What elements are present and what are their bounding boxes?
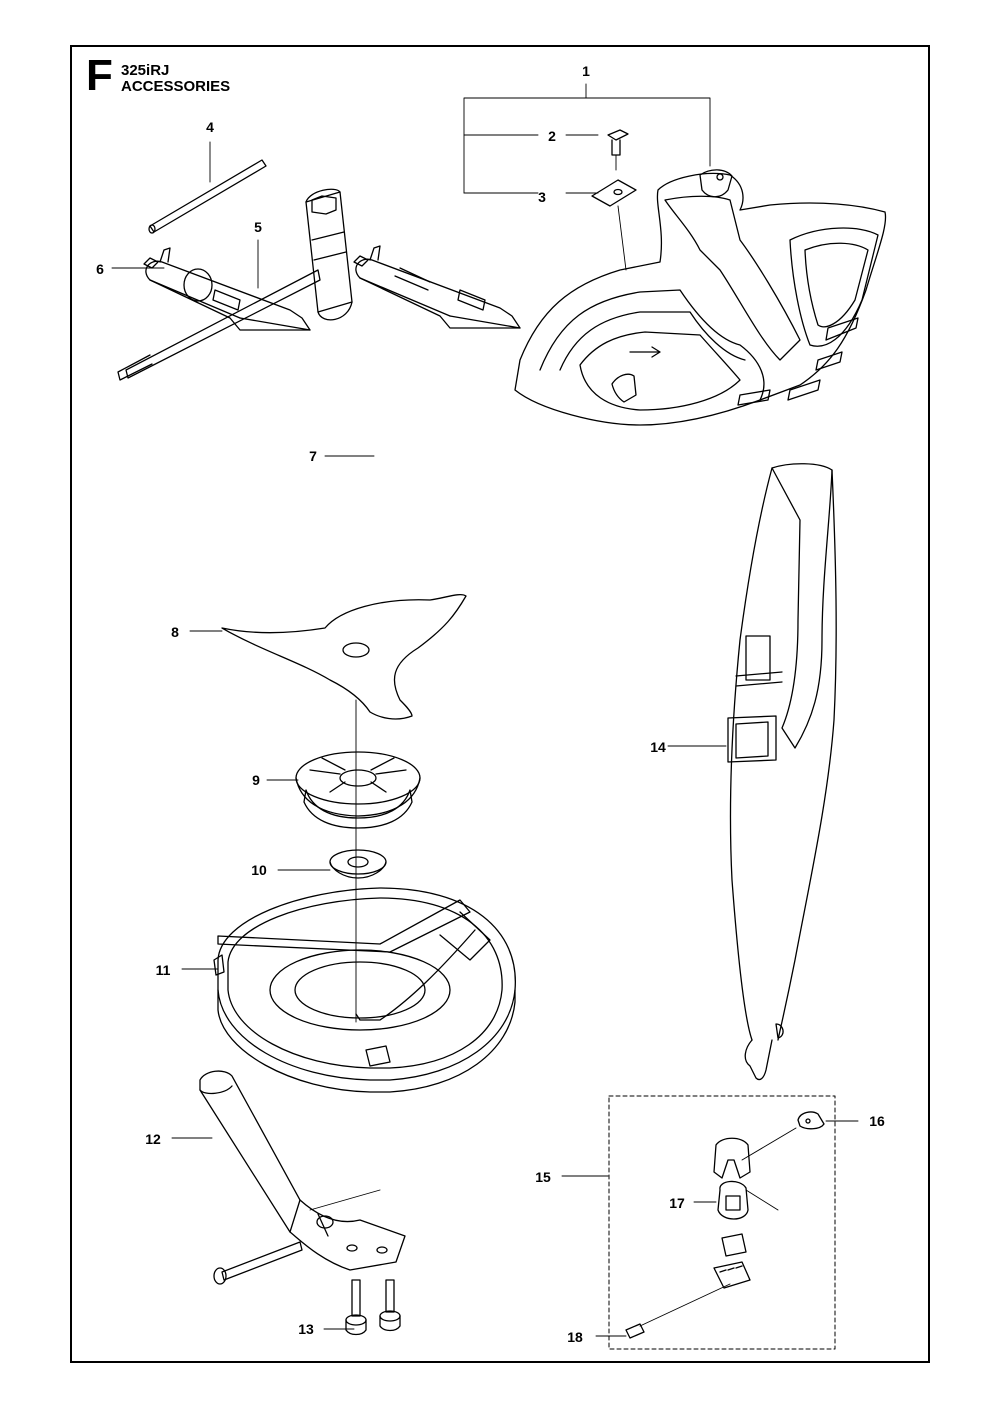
callout-13: 13 xyxy=(298,1321,314,1337)
leader-lines xyxy=(111,83,859,1337)
screws-part xyxy=(345,1279,401,1336)
hook-kit-box xyxy=(608,1095,836,1350)
transport-guard-part xyxy=(213,887,516,1093)
grease-tube-b-part xyxy=(353,245,521,329)
grass-blade-part xyxy=(221,594,467,1023)
callout-8: 8 xyxy=(171,624,179,640)
plate-part xyxy=(591,179,637,271)
wrench-part xyxy=(117,188,353,381)
callout-4: 4 xyxy=(206,119,214,135)
guard-part xyxy=(514,169,887,426)
callout-15: 15 xyxy=(535,1169,551,1185)
callout-17: 17 xyxy=(669,1195,685,1211)
harness-strap-part xyxy=(727,463,837,1081)
support-cup-part xyxy=(295,751,421,829)
callout-10: 10 xyxy=(251,862,267,878)
page-title: ACCESSORIES xyxy=(121,78,231,95)
callout-12: 12 xyxy=(145,1131,161,1147)
screw-small-part xyxy=(625,1283,731,1339)
callout-5: 5 xyxy=(254,219,262,235)
callout-9: 9 xyxy=(252,772,260,788)
rod-part xyxy=(148,159,267,234)
model-name: 325iRJ xyxy=(121,62,170,79)
callout-7: 7 xyxy=(309,448,317,464)
callout-6: 6 xyxy=(96,261,104,277)
callout-14: 14 xyxy=(650,739,666,755)
callout-11: 11 xyxy=(155,962,171,978)
callout-16: 16 xyxy=(869,1113,885,1129)
ring-part xyxy=(713,1137,779,1289)
callout-3: 3 xyxy=(538,189,546,205)
section-letter: F xyxy=(86,51,113,100)
callout-1: 1 xyxy=(582,63,590,79)
callout-18: 18 xyxy=(567,1329,583,1345)
handle-bar-part xyxy=(199,1070,406,1285)
diagram-frame xyxy=(70,45,930,1363)
washer-part xyxy=(329,849,387,879)
cap-part xyxy=(741,1111,825,1161)
callout-2: 2 xyxy=(548,128,556,144)
screw-part xyxy=(607,129,629,171)
grease-tube-a-part xyxy=(143,247,311,331)
